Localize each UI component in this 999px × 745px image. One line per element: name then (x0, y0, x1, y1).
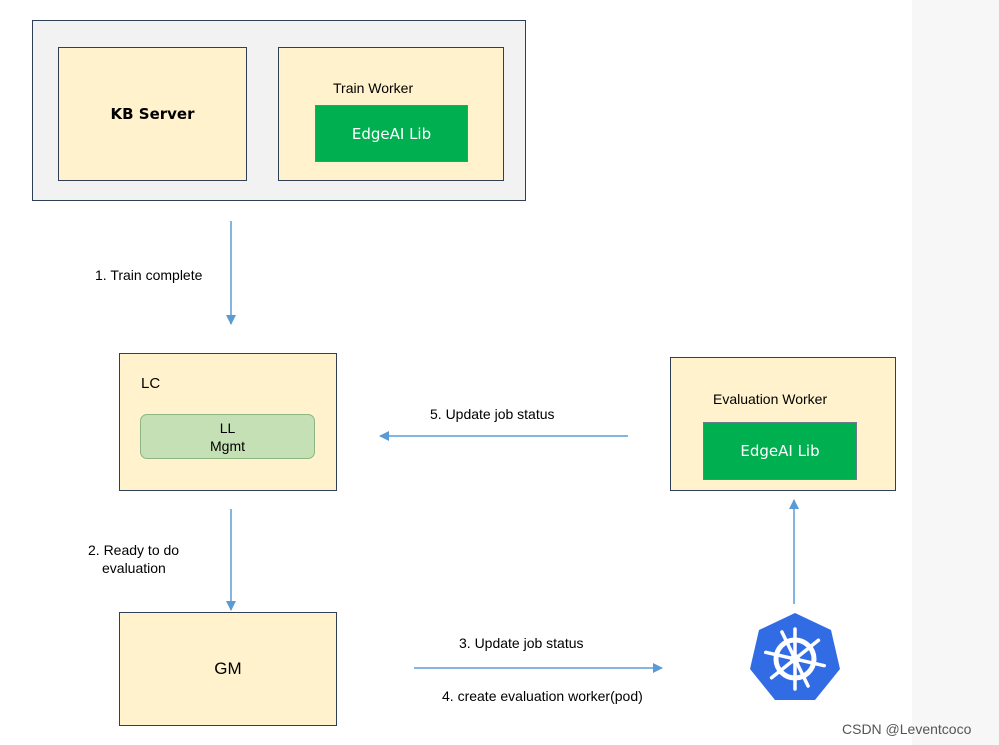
ll-mgmt-line2: Mgmt (210, 437, 245, 454)
step-2-label-line2: evaluation (102, 560, 166, 576)
arrows-layer (226, 221, 799, 673)
kb-server-label: KB Server (110, 105, 195, 123)
step-1-label: 1. Train complete (95, 267, 203, 283)
gm-label: GM (214, 659, 242, 678)
train-worker-label: Train Worker (333, 80, 414, 96)
train-worker-edgeai-lib: EdgeAI Lib (315, 105, 468, 162)
step-4-label: 4. create evaluation worker(pod) (442, 688, 643, 704)
step-2-label-line1: 2. Ready to do (88, 542, 180, 558)
ll-mgmt-line1: LL (219, 419, 236, 436)
lc-label: LC (141, 375, 161, 392)
gm-box: GM (119, 612, 337, 726)
ll-mgmt-box: LL Mgmt (140, 414, 315, 459)
step-5-label: 5. Update job status (430, 406, 555, 422)
evaluation-worker-label: Evaluation Worker (713, 391, 828, 407)
kubernetes-icon (750, 613, 840, 700)
watermark: CSDN @Leventcoco (842, 721, 972, 737)
diagram-canvas: KB Server Train Worker EdgeAI Lib LC LL … (32, 20, 896, 726)
evaluation-worker-edgeai-lib: EdgeAI Lib (703, 422, 857, 480)
kb-server-box: KB Server (58, 47, 247, 181)
step-3-label: 3. Update job status (459, 635, 584, 651)
